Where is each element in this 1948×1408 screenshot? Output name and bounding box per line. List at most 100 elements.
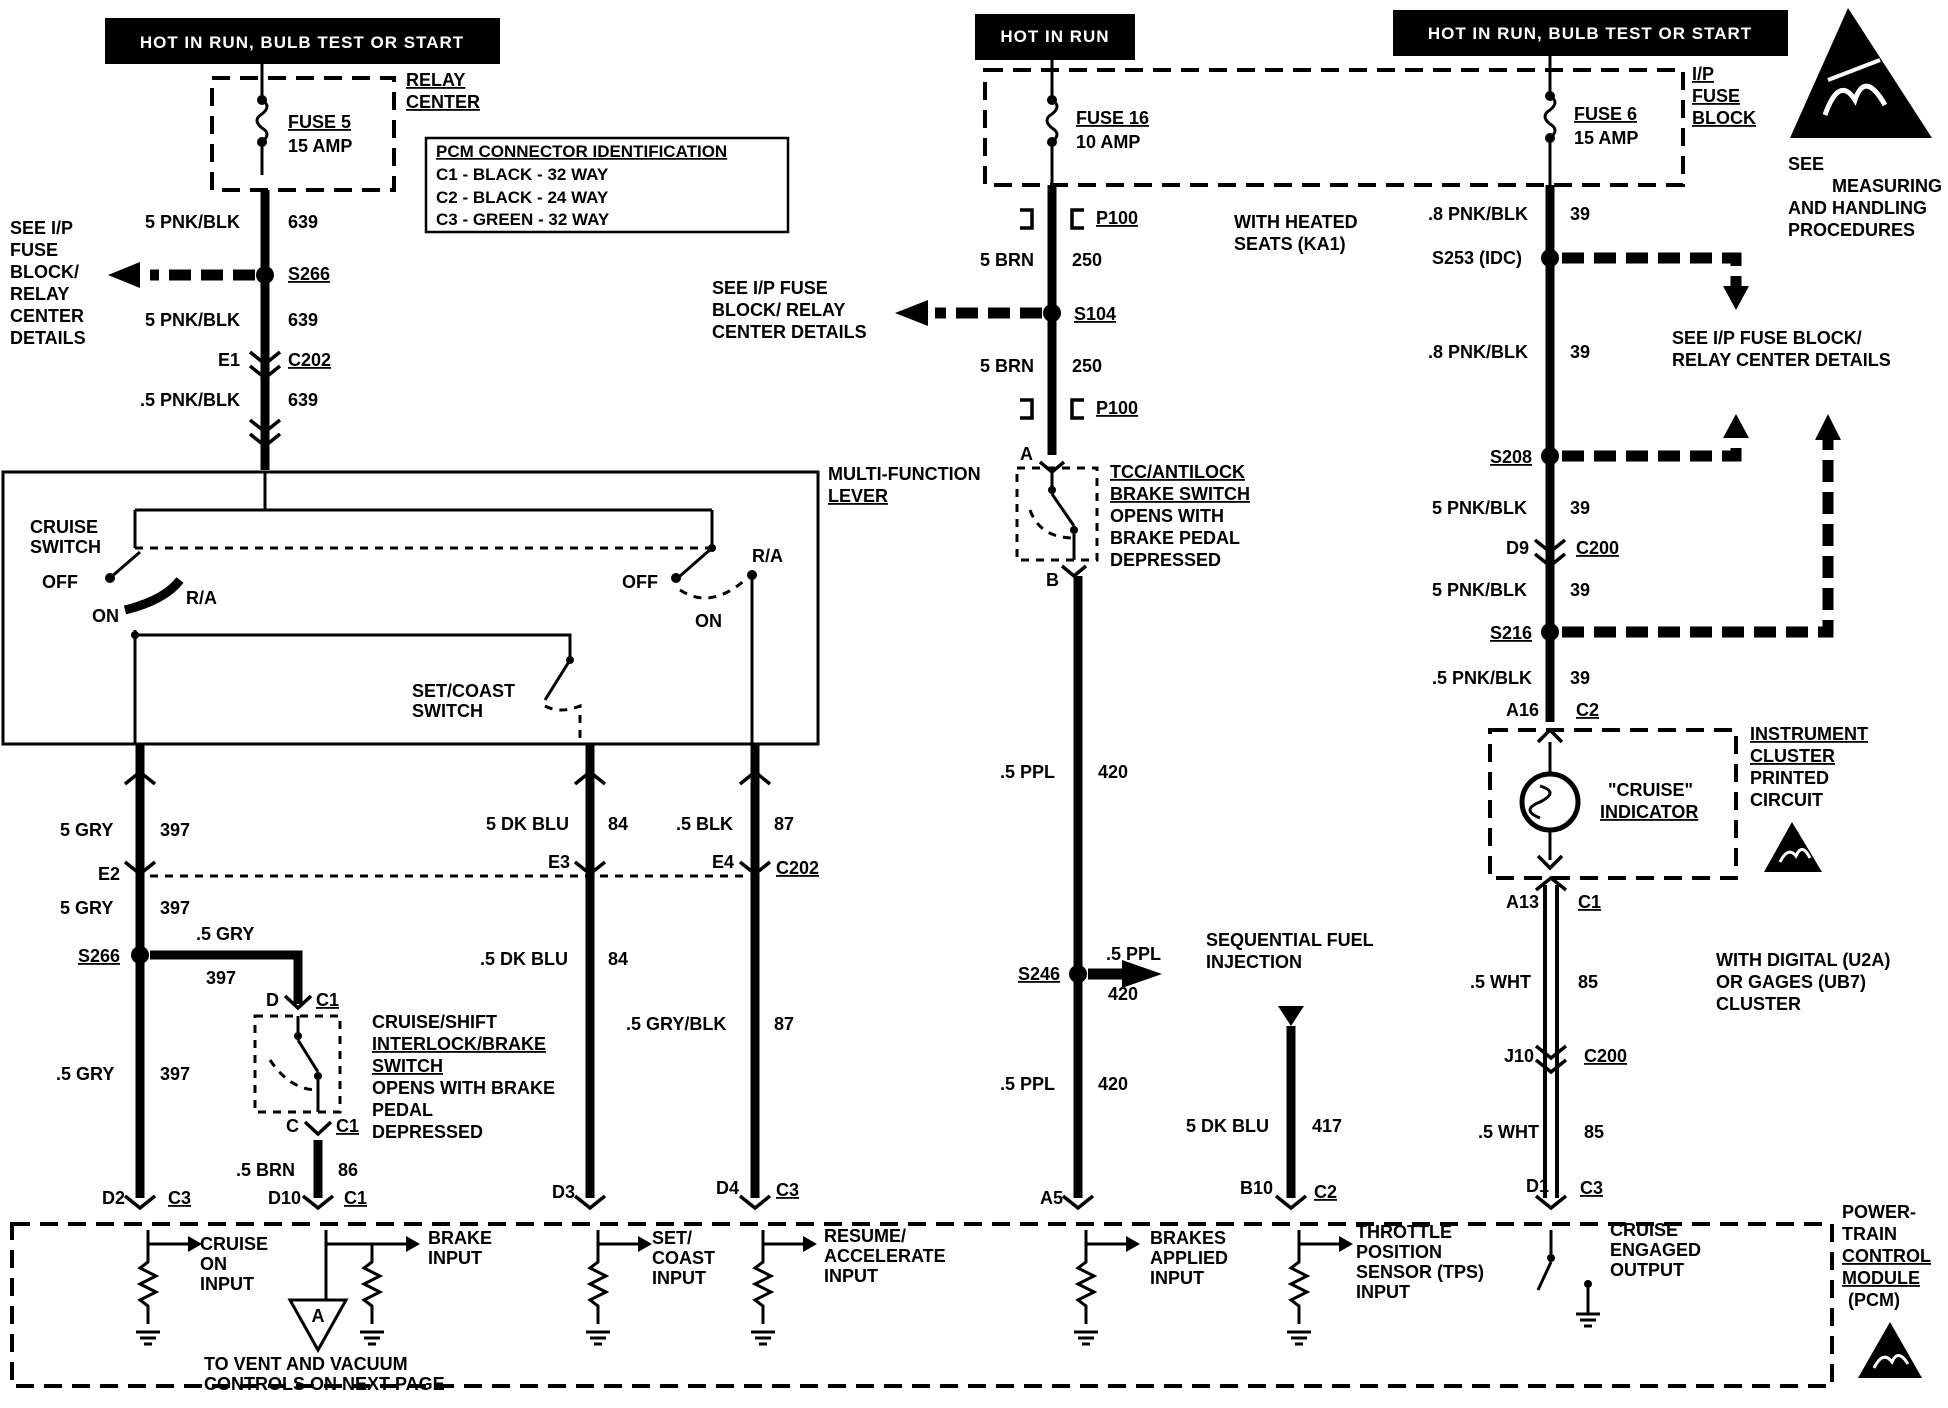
splice-s253 [1541, 249, 1559, 267]
sw2-off-contact [671, 573, 681, 583]
wire-87-num-a: 87 [774, 814, 794, 834]
fuse-6-icon [1543, 56, 1557, 185]
pcm-cruise-on-3: INPUT [200, 1274, 254, 1294]
sw-setcoast-2: SWITCH [412, 701, 483, 721]
setcoast-blade [543, 659, 572, 701]
conn-a5: A5 [1040, 1188, 1063, 1208]
mfl-label-1: MULTI-FUNCTION [828, 464, 981, 484]
pcm-tps-3: SENSOR (TPS) [1356, 1262, 1484, 1282]
conn-b: B [1046, 570, 1059, 590]
splice-s216-label: S216 [1490, 623, 1532, 643]
conn-c202-top: C202 [288, 350, 331, 370]
wire-39-num-c: 39 [1570, 498, 1590, 518]
vent-label-2: CONTROLS ON NEXT PAGE [204, 1374, 445, 1394]
pcm-tps-4: INPUT [1356, 1282, 1410, 1302]
conn-c1-c: C1 [336, 1116, 359, 1136]
interlock-label-6: DEPRESSED [372, 1122, 483, 1142]
splice-s246 [1069, 965, 1087, 983]
pcm-resume-2: ACCELERATE [824, 1246, 946, 1266]
wire-639-color-a: 5 PNK/BLK [145, 212, 240, 232]
ip-fuse-block-1: I/P [1692, 64, 1714, 84]
wire-39-num-e: 39 [1570, 668, 1590, 688]
see-ip-mid-3: CENTER DETAILS [712, 322, 867, 342]
wire-420-color-c: .5 PPL [1000, 1074, 1055, 1094]
pcm-label-2: TRAIN [1842, 1224, 1897, 1244]
relay-center-label-1: RELAY [406, 70, 465, 90]
wire-86-num: 86 [338, 1160, 358, 1180]
wire-397-num-a: 397 [160, 820, 190, 840]
wire-420-num-c: 420 [1098, 1074, 1128, 1094]
vent-marker-icon [287, 1298, 349, 1354]
conn-e1: E1 [218, 350, 240, 370]
wire-39-color-a: .8 PNK/BLK [1428, 204, 1528, 224]
wire-39-color-b: .8 PNK/BLK [1428, 342, 1528, 362]
pcm-tps-2: POSITION [1356, 1242, 1442, 1262]
sw-on-1: ON [92, 606, 119, 626]
see-ip-left-5: CENTER [10, 306, 84, 326]
header-right: HOT IN RUN, BULB TEST OR START [1393, 10, 1788, 56]
see-ip-mid-1: SEE I/P FUSE [712, 278, 828, 298]
wire-250-num-b: 250 [1072, 356, 1102, 376]
fuse-16-icon [1045, 60, 1059, 185]
digital-label-2: OR GAGES (UB7) [1716, 972, 1866, 992]
pcm-brakes-applied-2: APPLIED [1150, 1248, 1228, 1268]
conn-e2: E2 [98, 864, 120, 884]
wire-639-num-c: 639 [288, 390, 318, 410]
sw-on-2: ON [695, 611, 722, 631]
wire-84-num-b: 84 [608, 949, 628, 969]
header-right-text: HOT IN RUN, BULB TEST OR START [1428, 24, 1752, 43]
esd-note-4: PROCEDURES [1788, 220, 1915, 240]
heated-seats-1: WITH HEATED [1234, 212, 1358, 232]
wire-85-color-b: .5 WHT [1478, 1122, 1539, 1142]
arrow-left-mid-icon [895, 300, 928, 326]
pcm-label-5: (PCM) [1848, 1290, 1900, 1310]
header-mid-text: HOT IN RUN [1000, 27, 1109, 46]
wire-84-color-a: 5 DK BLU [486, 814, 569, 834]
conn-interlock-d-icon [283, 994, 313, 1011]
wire-87-color-a: .5 BLK [676, 814, 733, 834]
conn-j10: J10 [1504, 1046, 1534, 1066]
esd-note-1: SEE [1788, 154, 1824, 174]
wire-250-color-a: 5 BRN [980, 250, 1034, 270]
wire-39-num-a: 39 [1570, 204, 1590, 224]
wire-84-num-a: 84 [608, 814, 628, 834]
wire-87-num-b: 87 [774, 1014, 794, 1034]
fuse-5-icon [255, 64, 269, 175]
pcm-label-4: MODULE [1842, 1268, 1920, 1288]
conn-p100-top: P100 [1096, 208, 1138, 228]
tcc-switch-box [1015, 466, 1099, 562]
mfl-label-2: LEVER [828, 486, 888, 506]
wire-397-color-b: 5 GRY [60, 898, 113, 918]
tcc-label-4: BRAKE PEDAL [1110, 528, 1240, 548]
pcm-resume-1: RESUME/ [824, 1226, 906, 1246]
tcc-label-2: BRAKE SWITCH [1110, 484, 1250, 504]
pcm-set-2: COAST [652, 1248, 715, 1268]
wire-87-color-b: .5 GRY/BLK [626, 1014, 726, 1034]
conn-c1-cluster: C1 [1578, 892, 1601, 912]
wire-86-color: .5 BRN [236, 1160, 295, 1180]
arrow-right-icon [1122, 960, 1162, 988]
conn-d3: D3 [552, 1182, 575, 1202]
wire-397-color-a: 5 GRY [60, 820, 113, 840]
conn-p100-bottom: P100 [1096, 398, 1138, 418]
conn-c3-d2: C3 [168, 1188, 191, 1208]
pcm-cruise-on-2: ON [200, 1254, 227, 1274]
cruise-indicator-lamp-icon [1519, 727, 1581, 871]
splice-s253-label: S253 (IDC) [1432, 248, 1522, 268]
vent-label-1: TO VENT AND VACUUM [204, 1354, 408, 1374]
multi-function-lever-box [1, 470, 820, 746]
conn-d4: D4 [716, 1178, 739, 1198]
pcm-connector-icons [123, 1194, 1568, 1211]
pcm-box [10, 1222, 1834, 1388]
sw-cruise-ra-contact [123, 577, 184, 615]
wire-250-num-a: 250 [1072, 250, 1102, 270]
mfl-internal-bus [133, 472, 714, 548]
wire-397-branch [150, 950, 303, 1004]
conn-d2: D2 [102, 1188, 125, 1208]
instrument-cluster-box [1488, 728, 1738, 880]
branch-s253-right [1562, 252, 1742, 286]
sw-off-1: OFF [42, 572, 78, 592]
conn-d9: D9 [1506, 538, 1529, 558]
wire-85-num-a: 85 [1578, 972, 1598, 992]
